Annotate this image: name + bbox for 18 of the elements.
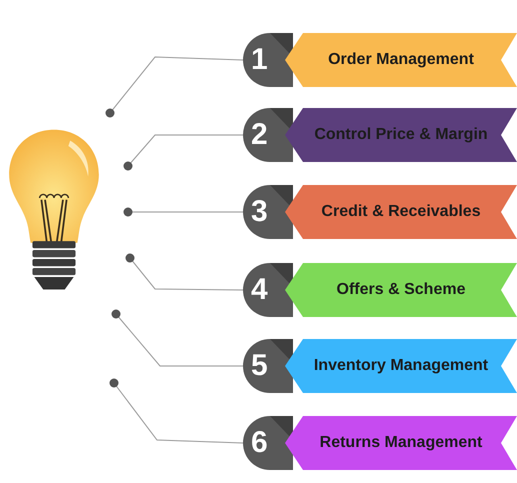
leader-line xyxy=(124,134,244,170)
step-number: 2 xyxy=(251,120,268,150)
step-title: Order Management xyxy=(328,50,474,70)
leader-line xyxy=(106,56,244,118)
step-number: 4 xyxy=(251,275,268,305)
leader-line xyxy=(124,208,244,216)
step-number: 1 xyxy=(251,45,268,75)
step-title: Control Price & Margin xyxy=(314,125,488,145)
step-number: 6 xyxy=(251,428,268,458)
step-title: Returns Management xyxy=(320,433,482,453)
step-title: Offers & Scheme xyxy=(336,280,466,300)
step-title: Inventory Management xyxy=(314,356,488,376)
leader-line xyxy=(126,254,244,290)
step-title: Credit & Receivables xyxy=(321,202,481,222)
step-number: 3 xyxy=(251,197,268,227)
step-number: 5 xyxy=(251,351,268,381)
leader-line xyxy=(110,378,244,444)
leader-line xyxy=(112,310,244,366)
